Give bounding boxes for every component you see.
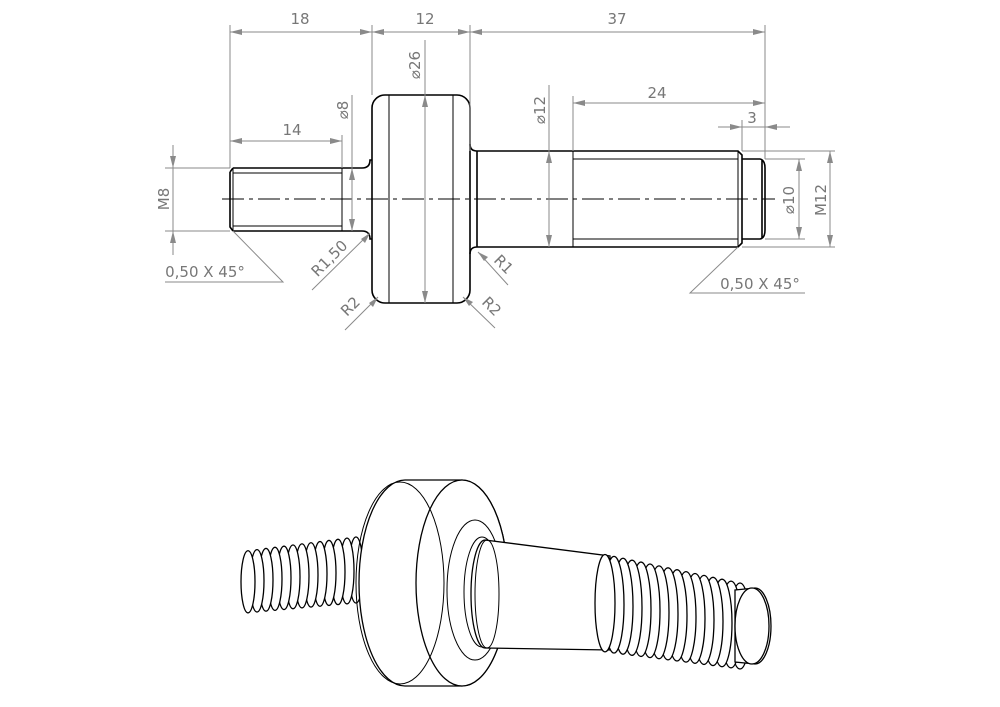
dim-3: 3: [747, 109, 757, 127]
extension-lines: [165, 25, 835, 248]
iso-left-thread: [240, 536, 364, 614]
dim-dia-12: ⌀12: [531, 96, 549, 124]
dim-m12: M12: [812, 184, 830, 216]
dim-dia-10: ⌀10: [780, 186, 798, 214]
arrowheads: [170, 29, 833, 303]
iso-right-shaft: [470, 539, 611, 651]
dim-24: 24: [647, 84, 666, 102]
dim-37: 37: [607, 10, 626, 28]
radius-1-label: R1: [490, 251, 517, 278]
thread-ridge: [594, 553, 616, 653]
neck: [342, 159, 372, 240]
dim-m8: M8: [155, 188, 173, 211]
chamfer-right-label: 0,50 X 45°: [720, 275, 800, 293]
dim-dia-26: ⌀26: [406, 51, 424, 79]
iso-right-thread: [594, 553, 751, 670]
isometric-view: [240, 479, 772, 687]
radius-2-left-label: R2: [337, 293, 364, 320]
iso-tip: [734, 587, 772, 665]
thread-ridge: [240, 550, 256, 614]
chamfer-left-label: 0,50 X 45°: [165, 263, 245, 281]
dim-18: 18: [290, 10, 309, 28]
dim-dia-8: ⌀8: [334, 101, 352, 120]
dim-12: 12: [415, 10, 434, 28]
dim-14: 14: [282, 121, 301, 139]
dimension-lines: [172, 31, 831, 303]
left-stud-outline: [229, 167, 342, 232]
left-thread-minor: [232, 168, 343, 231]
leader-lines: [165, 230, 805, 331]
side-view: 18 12 37 14 24 3 ⌀8 ⌀26 ⌀12 ⌀10 M12 M8 0…: [155, 10, 835, 331]
